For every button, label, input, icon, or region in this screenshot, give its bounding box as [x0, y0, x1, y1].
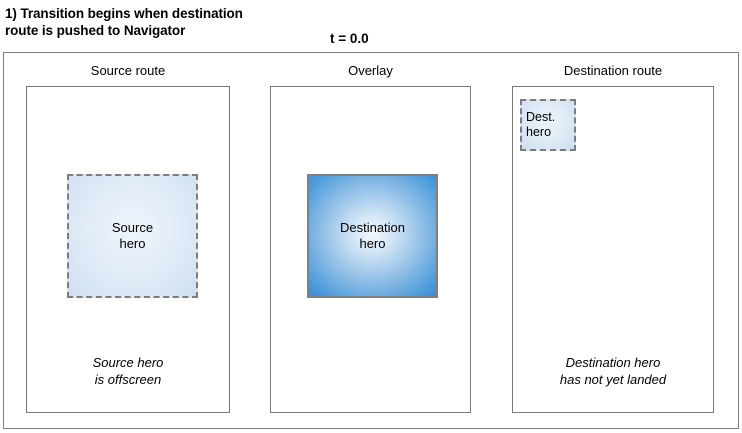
caption-destination-not-landed: Destination hero has not yet landed: [559, 355, 667, 387]
destination-hero-box: Dest. hero: [520, 99, 576, 151]
column-header-destination-route: Destination route: [563, 63, 663, 78]
time-label: t = 0.0: [330, 31, 369, 46]
caption-source-offscreen: Source hero is offscreen: [92, 355, 164, 387]
overlay-destination-hero-box: Destination hero: [307, 174, 438, 298]
column-header-source-route: Source route: [90, 63, 166, 78]
step-title: 1) Transition begins when destination ro…: [5, 6, 243, 38]
column-header-overlay: Overlay: [348, 63, 393, 78]
diagram-header: 1) Transition begins when destination ro…: [0, 0, 742, 52]
source-hero-box: Source hero: [67, 174, 198, 298]
